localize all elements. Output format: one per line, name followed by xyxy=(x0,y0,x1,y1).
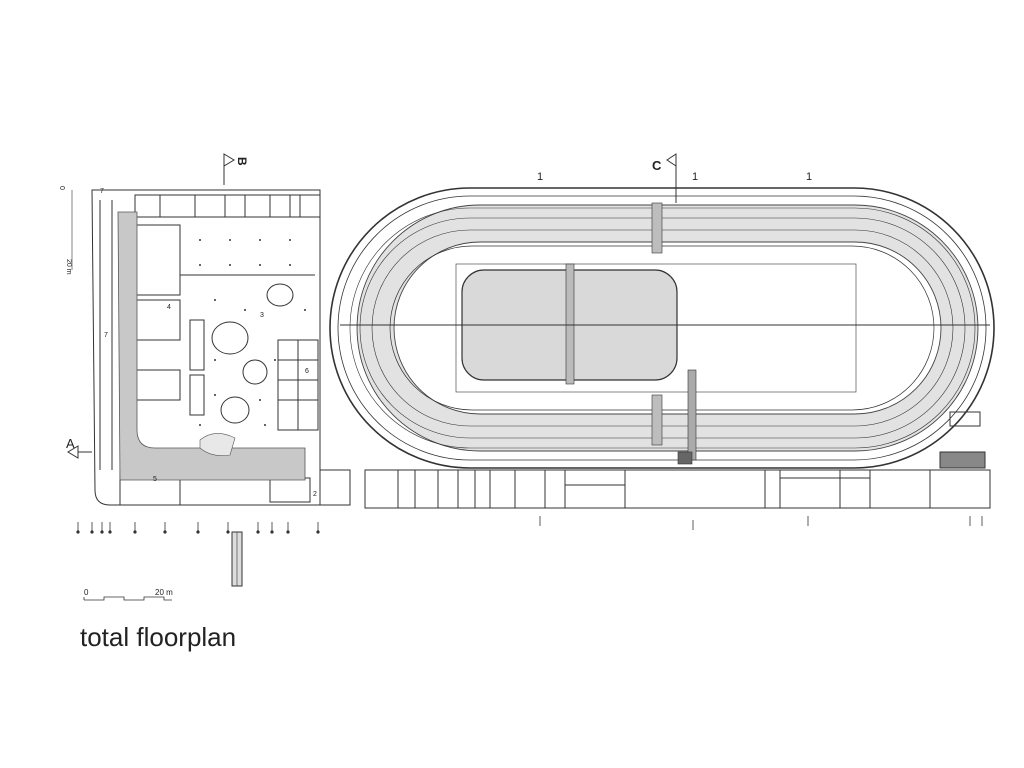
room-number-4: 4 xyxy=(167,304,171,311)
page-title: total floorplan xyxy=(80,622,237,652)
hall-room-b xyxy=(134,299,181,341)
hall-circle-3 xyxy=(242,359,268,385)
section-label-b: B xyxy=(235,157,249,166)
section-marker-a: A xyxy=(66,436,92,459)
room-number-5: 5 xyxy=(153,476,157,483)
hall-room-c xyxy=(134,369,181,401)
hall-room-a xyxy=(134,224,181,296)
section-label-c: C xyxy=(652,158,662,173)
section-label-a: A xyxy=(66,436,75,451)
circulation-corridor xyxy=(117,211,306,481)
room-number-2: 2 xyxy=(313,491,317,498)
scale-bar: 0 20 m xyxy=(83,588,173,601)
scale-bar-start: 0 xyxy=(84,588,89,597)
vertical-scale-start: 0 xyxy=(58,186,65,190)
velodrome-track xyxy=(329,187,995,469)
vertical-scale: 0 20 m xyxy=(58,186,73,275)
room-number-7a: 7 xyxy=(100,188,104,195)
hall-circle-2 xyxy=(266,283,294,307)
track-label-1a: 1 xyxy=(537,171,543,183)
service-rooms-row xyxy=(364,411,991,509)
track-outer-wall xyxy=(329,187,995,469)
scale-bar-end: 20 m xyxy=(155,588,173,597)
hall-circle-1 xyxy=(211,321,249,355)
track-surface-band xyxy=(356,204,979,452)
room-number-3: 3 xyxy=(260,312,264,319)
left-building-outline xyxy=(91,189,321,506)
grid-axis-markers xyxy=(76,516,983,534)
room-number-7b: 7 xyxy=(104,332,108,339)
section-marker-b: B xyxy=(223,153,249,185)
top-rooms-row xyxy=(134,194,321,218)
hall-circle-4 xyxy=(220,396,250,424)
room-number-6: 6 xyxy=(305,368,309,375)
section-marker-c: C xyxy=(652,153,677,203)
infield-frame xyxy=(455,263,857,393)
hall-column-grid xyxy=(199,239,306,426)
track-label-1b: 1 xyxy=(692,171,698,183)
track-label-1c: 1 xyxy=(806,171,812,183)
vertical-scale-end: 20 m xyxy=(65,259,72,275)
